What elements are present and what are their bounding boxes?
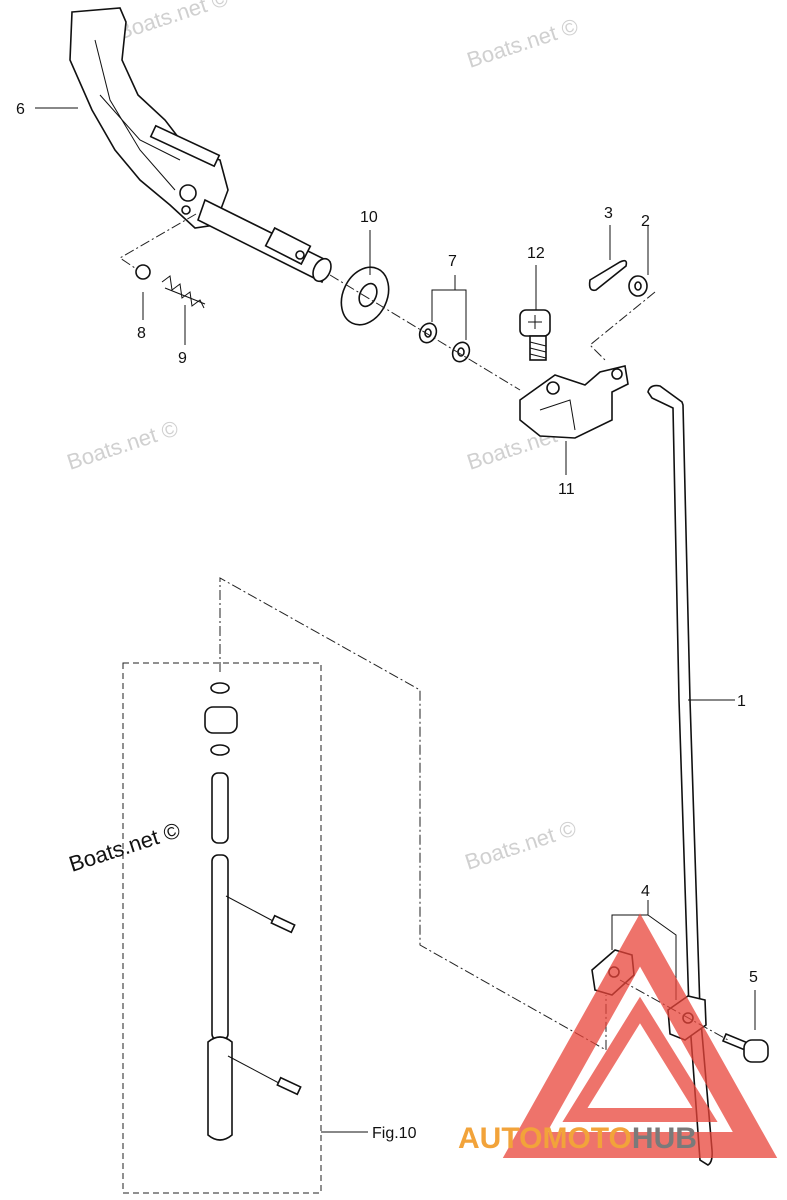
automotohub-logo: AUTOMOTOHUB: [458, 913, 778, 1158]
label-7: 7: [448, 253, 457, 270]
label-fig10: Fig.10: [372, 1125, 417, 1142]
watermark-top-right: Boats.net ©: [464, 13, 581, 72]
label-10: 10: [360, 209, 378, 226]
part-2-washer: [628, 275, 648, 297]
label-9: 9: [178, 350, 187, 367]
label-12: 12: [527, 245, 545, 262]
part-5-screw: [721, 1032, 769, 1063]
fig10-inset: [122, 662, 322, 1194]
label-1: 1: [737, 693, 746, 710]
label-2: 2: [641, 213, 650, 230]
watermark-lower-right: Boats.net ©: [462, 815, 579, 874]
part-3-clip: [588, 259, 628, 292]
part-6-lever: [69, 7, 332, 284]
label-6: 6: [16, 101, 25, 118]
watermark-dark: Boats.net ©: [66, 817, 183, 876]
label-11: 11: [558, 481, 575, 498]
watermark-mid-left: Boats.net ©: [64, 415, 181, 474]
watermark-top-left: Boats.net ©: [114, 0, 231, 45]
label-8: 8: [137, 325, 146, 342]
label-5: 5: [749, 969, 758, 986]
part-9-spring: [161, 275, 206, 309]
logo-text: AUTOMOTOHUB: [458, 1122, 697, 1155]
part-7-washers: [418, 322, 471, 363]
part-8-ball: [135, 264, 151, 280]
part-12-bolt: [519, 309, 551, 361]
leader-lines: [35, 107, 756, 1133]
label-3: 3: [604, 205, 613, 222]
label-4: 4: [641, 883, 650, 900]
part-labels: 6 10 7 12 3 2 11 8 9 1 4 5 Fig.10: [16, 101, 758, 1142]
part-11-bracket: [519, 365, 629, 439]
